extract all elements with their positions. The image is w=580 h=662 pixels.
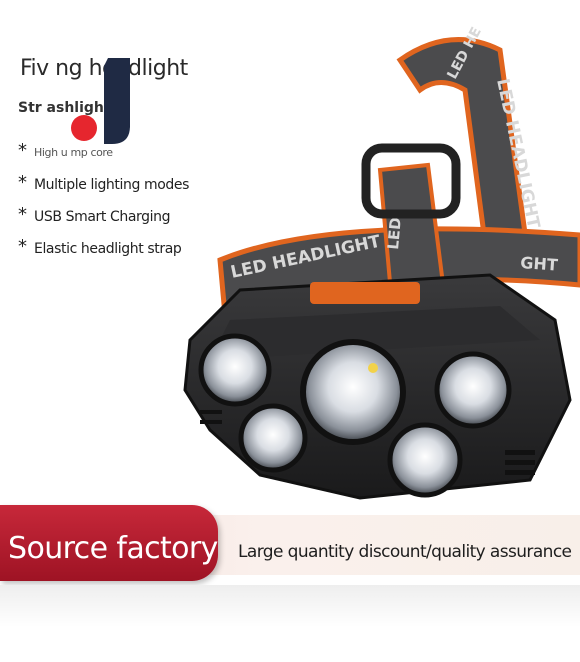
bullet-star-icon: * bbox=[18, 236, 27, 257]
headlight-photo: LED HEADLIGHT LED HE LED HEADLIGHT GHT L… bbox=[183, 25, 580, 500]
bullet-star-icon: * bbox=[18, 204, 27, 225]
strap-buckle bbox=[361, 143, 461, 219]
badge-text: Source factory bbox=[8, 531, 218, 566]
feature-item: * High u mp core bbox=[18, 140, 189, 172]
feature-text: Multiple lighting modes bbox=[34, 177, 189, 193]
svg-text:LED: LED bbox=[384, 217, 405, 251]
feature-text: USB Smart Charging bbox=[34, 209, 171, 225]
svg-text:GHT: GHT bbox=[520, 253, 559, 275]
feature-text: High u mp core bbox=[34, 146, 113, 159]
bullet-star-icon: * bbox=[18, 172, 27, 193]
bottom-fade bbox=[0, 585, 580, 662]
feature-item: * Elastic headlight strap bbox=[18, 236, 189, 268]
bullet-star-icon: * bbox=[18, 140, 27, 161]
strap-label-right-lower: GHT bbox=[520, 253, 559, 275]
product-subtitle: Str ashlight bbox=[18, 100, 111, 116]
feature-list: * High u mp core * Multiple lighting mod… bbox=[18, 140, 189, 268]
promo-banner: Source factory Large quantity discount/q… bbox=[0, 505, 580, 585]
brand-logo-icon bbox=[71, 58, 130, 144]
power-button bbox=[310, 282, 420, 304]
feature-item: * Multiple lighting modes bbox=[18, 172, 189, 204]
feature-text: Elastic headlight strap bbox=[34, 241, 182, 257]
strap-label-center: LED bbox=[384, 217, 405, 251]
banner-slogan: Large quantity discount/quality assuranc… bbox=[238, 542, 572, 562]
feature-item: * USB Smart Charging bbox=[18, 204, 189, 236]
source-factory-badge: Source factory bbox=[0, 505, 218, 581]
